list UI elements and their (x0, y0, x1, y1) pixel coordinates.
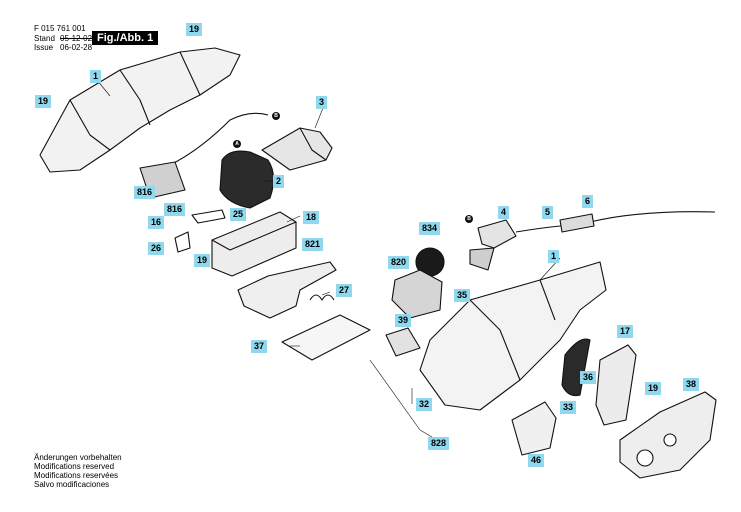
callout-label: 16 (148, 216, 165, 229)
callout-label: 46 (528, 454, 545, 467)
callout-label: 828 (428, 437, 450, 450)
callout-label: 36 (580, 371, 597, 384)
issue-label: Issue (34, 43, 54, 52)
callout-label: 18 (303, 211, 320, 224)
motor-cover (211, 211, 297, 277)
callout-label: 1 (90, 70, 102, 83)
callout-label: 3 (316, 96, 328, 109)
marker-a: A (233, 140, 241, 148)
drive-unit (391, 269, 443, 319)
note-en: Modifications reserved (34, 462, 115, 471)
callout-label: 816 (134, 186, 156, 199)
callout-label: 19 (35, 95, 52, 108)
callout-label: 27 (336, 284, 353, 297)
issue-date: 06-02-28 (60, 43, 93, 52)
callout-label: 821 (302, 238, 324, 251)
callout-label: 35 (454, 289, 471, 302)
callout-label: 32 (416, 398, 433, 411)
housing-main (419, 261, 607, 411)
callout-label: 834 (419, 222, 441, 235)
note-es: Salvo modificaciones (34, 480, 110, 489)
note-fr: Modifications reservées (34, 471, 119, 480)
callout-label: 37 (251, 340, 268, 353)
callout-label: 33 (560, 401, 577, 414)
motor-stator (219, 150, 275, 209)
callout-label: 5 (542, 206, 554, 219)
callout-label: 1 (548, 250, 560, 263)
callout-label: 6 (582, 195, 594, 208)
callout-label: 19 (194, 254, 211, 267)
marker-b: B (465, 215, 473, 223)
callout-label: 4 (498, 206, 510, 219)
figure-label: Fig./Abb. 1 (92, 31, 159, 45)
callout-label: 17 (617, 325, 634, 338)
marker-b: B (272, 112, 280, 120)
note-de: Änderungen vorbehalten (34, 453, 122, 462)
stand-date: 05-12-02 (60, 34, 93, 43)
callout-label: 816 (164, 203, 186, 216)
callout-label: 19 (645, 382, 662, 395)
callout-label: 26 (148, 242, 165, 255)
callout-label: 38 (683, 378, 700, 391)
armature (261, 127, 333, 171)
callout-label: 19 (186, 23, 203, 36)
drive-belt (561, 338, 591, 397)
plate (281, 314, 371, 361)
housing-half-top (39, 47, 241, 173)
callout-label: 820 (388, 256, 410, 269)
callout-label: 39 (395, 314, 412, 327)
callout-label: 25 (230, 208, 247, 221)
callout-label: 2 (273, 175, 285, 188)
modification-notes: Änderungen vorbehalten Modifications res… (34, 453, 122, 489)
stand-label: Stand (34, 34, 55, 43)
document-number: F 015 761 001 (34, 24, 86, 33)
